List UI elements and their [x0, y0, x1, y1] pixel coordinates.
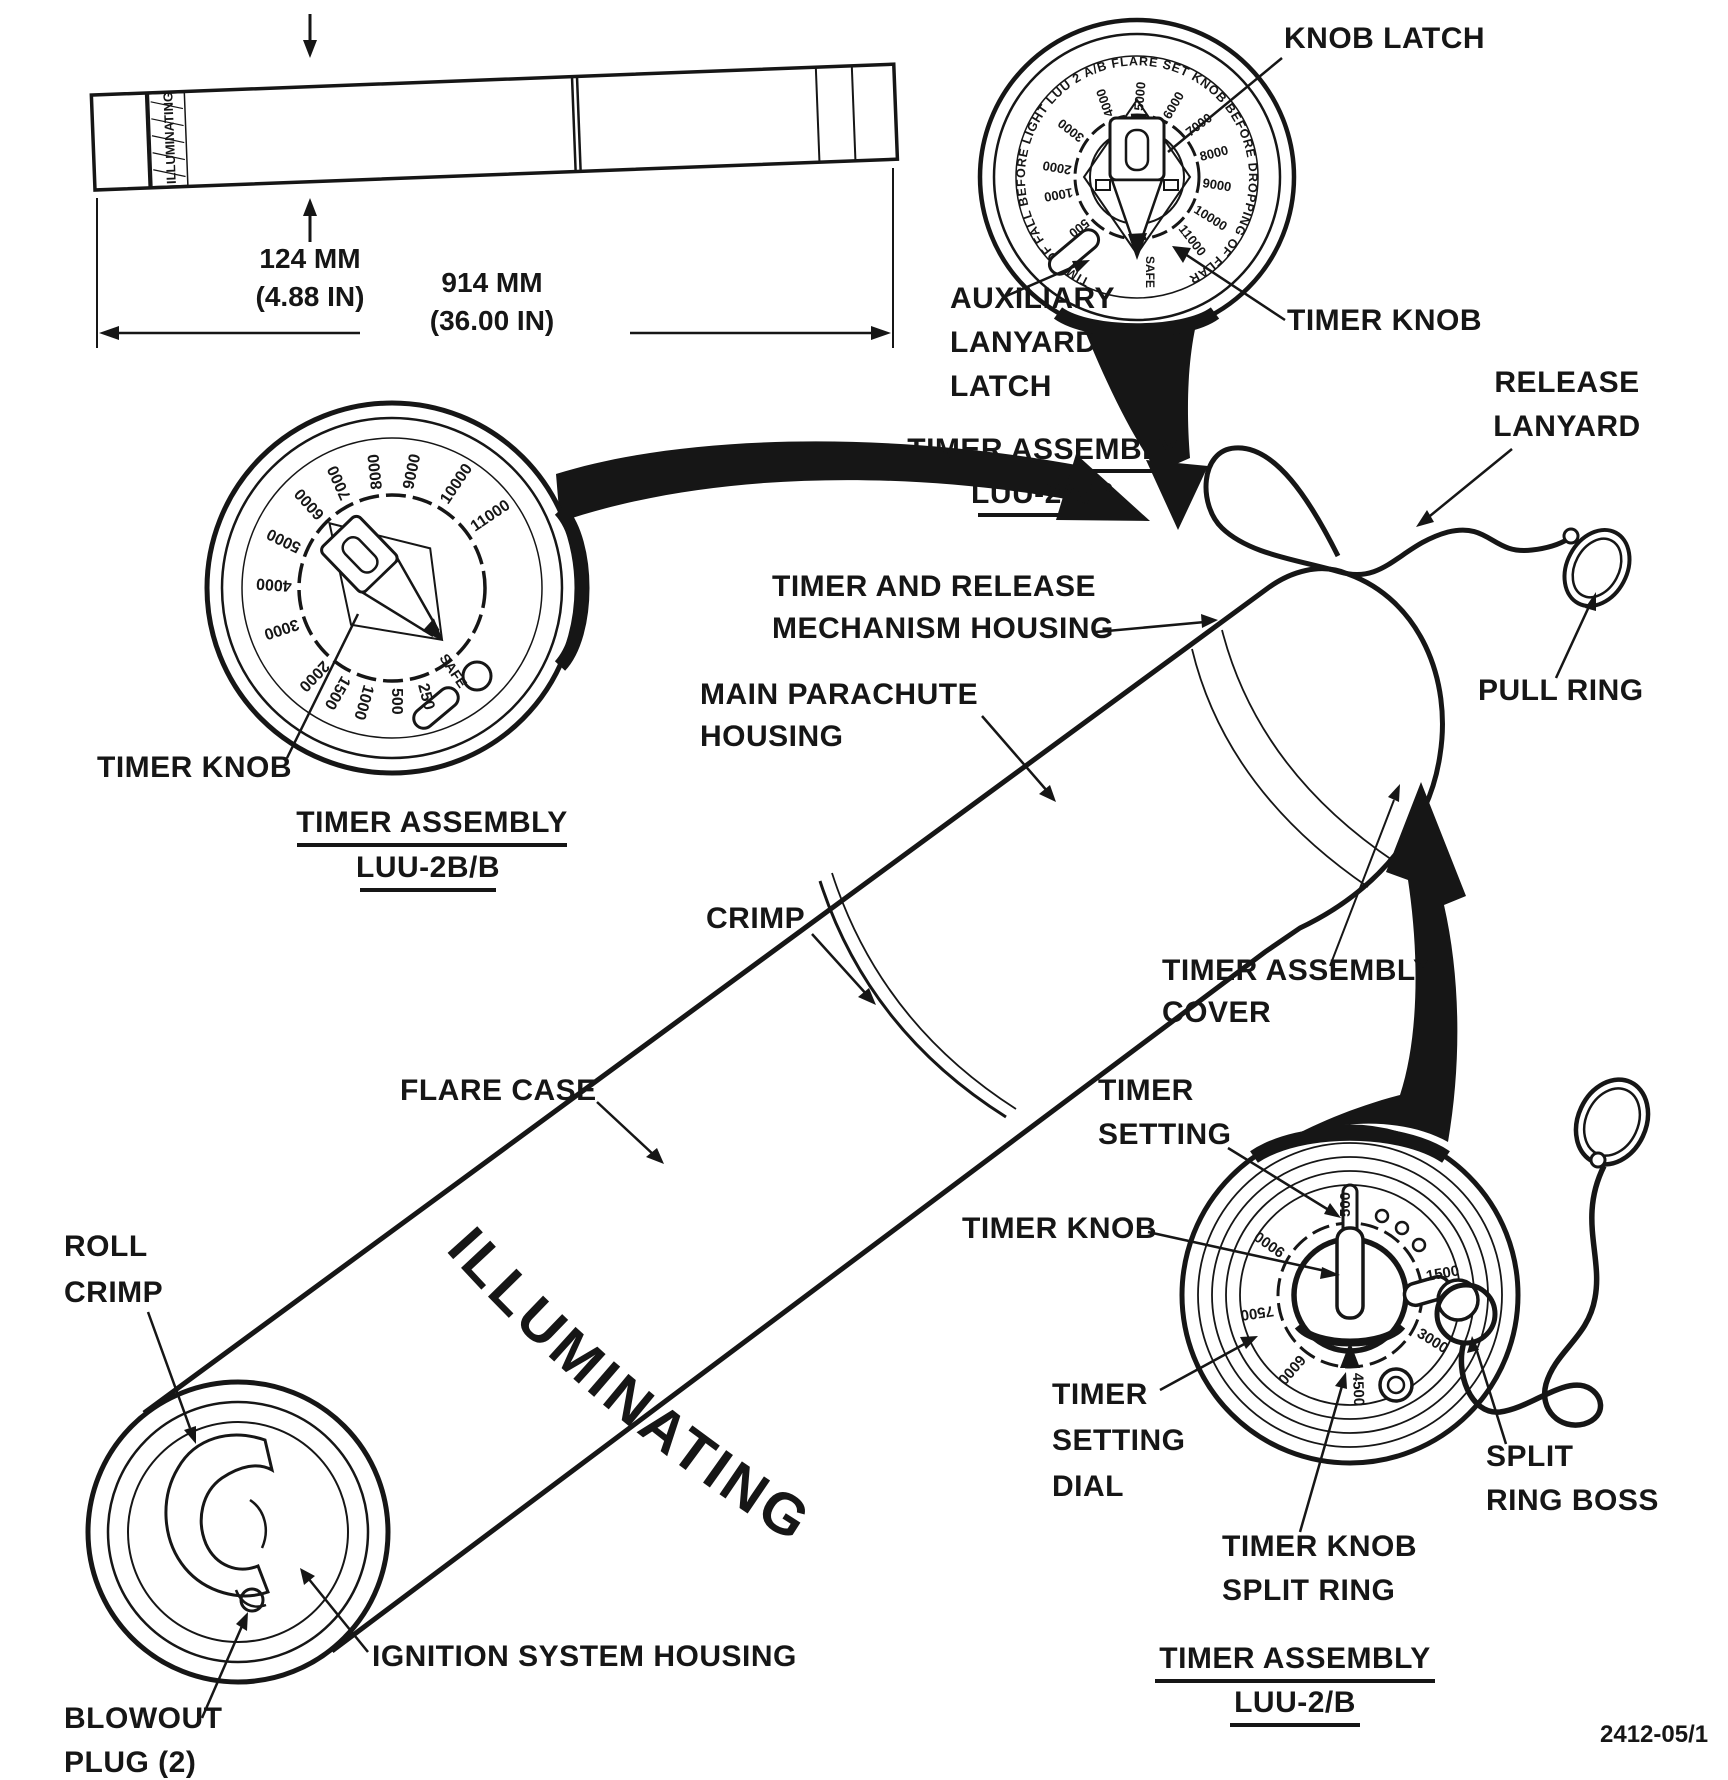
timer-knob-2ab-label: TIMER KNOB — [1287, 304, 1482, 337]
timer-knob-2bb-label: TIMER KNOB — [97, 751, 292, 784]
crimp-label: CRIMP — [706, 902, 805, 935]
svg-text:7500: 7500 — [1239, 1302, 1274, 1323]
luu2ab-knob-pointer — [1128, 233, 1147, 260]
luu2b-index-notch — [1340, 1342, 1360, 1368]
callout-labels: KNOB LATCH TIMER KNOB AUXILIARY LANYARD … — [64, 22, 1708, 1779]
ignition-system-housing-shape — [164, 1433, 275, 1598]
svg-text:PLUG (2): PLUG (2) — [64, 1746, 196, 1779]
svg-text:500: 500 — [1337, 1192, 1354, 1217]
diameter-value: 124 MM — [259, 243, 360, 274]
funnel-luu2ab-to-body — [1072, 296, 1204, 472]
crimp-ring — [818, 880, 1007, 1119]
ignition-system-housing-label: IGNITION SYSTEM HOUSING — [372, 1640, 797, 1673]
luu2bb-latch-slot — [412, 686, 460, 730]
svg-text:4000: 4000 — [255, 575, 292, 594]
luu2bb-gear-ring — [297, 493, 487, 683]
timer-knob-2b-label: TIMER KNOB — [962, 1212, 1157, 1245]
luu2ab-safe-label: SAFE — [1143, 256, 1157, 288]
svg-text:COVER: COVER — [1162, 996, 1271, 1029]
luu2b-title: TIMER ASSEMBLY — [1159, 1642, 1430, 1675]
svg-text:500: 500 — [388, 688, 405, 715]
flare-side-view: ILLUMINATING — [89, 62, 900, 192]
luu2b-lanyard-cord — [1458, 1164, 1607, 1428]
leader-lines — [146, 57, 1594, 1719]
svg-text:1000: 1000 — [1043, 185, 1074, 205]
svg-text:1500: 1500 — [1425, 1262, 1461, 1285]
svg-text:8000: 8000 — [365, 453, 386, 490]
luu2bb-title: TIMER ASSEMBLY — [296, 806, 567, 839]
diameter-value-inches: (4.88 IN) — [256, 281, 365, 312]
flare-case-outline — [142, 566, 1445, 1654]
knob-latch-label: KNOB LATCH — [1284, 22, 1485, 55]
luu2bb-safe-detent — [461, 660, 493, 692]
timer-release-housing-label: TIMER AND RELEASE — [772, 570, 1096, 603]
funnel-luu2b-to-cover — [1268, 782, 1466, 1150]
length-value-inches: (36.00 IN) — [430, 305, 555, 336]
svg-text:MECHANISM HOUSING: MECHANISM HOUSING — [772, 612, 1114, 645]
svg-text:250: 250 — [414, 682, 437, 712]
roll-crimp-label: ROLL — [64, 1230, 148, 1263]
svg-text:LUU-2B/B: LUU-2B/B — [356, 851, 500, 884]
luu2bb-timer-knob — [320, 514, 444, 642]
svg-text:RING BOSS: RING BOSS — [1486, 1484, 1659, 1517]
svg-text:HOUSING: HOUSING — [700, 720, 844, 753]
figure-number: 2412-05/1 — [1600, 1721, 1708, 1748]
svg-text:SETTING: SETTING — [1052, 1424, 1186, 1457]
svg-text:9000: 9000 — [1202, 175, 1233, 194]
svg-text:5000: 5000 — [1131, 81, 1148, 111]
svg-text:LATCH: LATCH — [950, 370, 1052, 403]
timer-assembly-luu2b: 500 1500 3000 4500 6000 7500 9000 — [1179, 1124, 1521, 1466]
diameter-arrow-down — [303, 40, 317, 58]
release-lanyard-cord — [1203, 445, 1570, 577]
blowout-plug-label: BLOWOUT — [64, 1702, 222, 1735]
timer-setting-label: TIMER — [1098, 1074, 1194, 1107]
top-view-band-text: ILLUMINATING — [160, 92, 179, 185]
length-arrow-right — [871, 326, 891, 340]
svg-text:DIAL: DIAL — [1052, 1470, 1124, 1503]
svg-text:8000: 8000 — [1198, 142, 1230, 164]
label-band — [147, 91, 189, 188]
svg-text:SETTING: SETTING — [1098, 1118, 1232, 1151]
pull-ring-shape — [1562, 527, 1632, 609]
leader-arrowheads — [184, 246, 1596, 1631]
timer-knob-split-ring-label: TIMER KNOB — [1222, 1530, 1417, 1563]
svg-text:LANYARD: LANYARD — [1493, 410, 1640, 443]
funnel-luu2bb-to-body — [556, 441, 1082, 522]
flare-main-body: ILLUMINATING — [85, 566, 1445, 1685]
luu2b-lanyard-assembly — [1458, 1077, 1651, 1428]
timer-assembly-cover-label: TIMER ASSEMBLY — [1162, 954, 1433, 987]
length-arrow-left — [99, 326, 119, 340]
ignition-end — [85, 1379, 391, 1685]
funnel-luu2ab-arrowhead — [1146, 460, 1208, 530]
pull-ring-label: PULL RING — [1478, 674, 1644, 707]
svg-text:SPLIT RING: SPLIT RING — [1222, 1574, 1395, 1607]
release-lanyard-label: RELEASE — [1494, 366, 1639, 399]
luu2ab-auxiliary-lanyard-latch-slot — [1047, 228, 1101, 276]
length-value: 914 MM — [441, 267, 542, 298]
luu2b-timer-knob — [1335, 1183, 1365, 1320]
luu2b-pull-ring-shape — [1573, 1077, 1651, 1167]
main-parachute-housing-label: MAIN PARACHUTE — [700, 678, 978, 711]
svg-text:LUU-2A/B: LUU-2A/B — [971, 477, 1115, 510]
svg-text:2000: 2000 — [1041, 158, 1072, 178]
svg-text:LUU-2/B: LUU-2/B — [1234, 1686, 1356, 1719]
auxiliary-lanyard-latch-label: AUXILIARY — [950, 282, 1115, 315]
timer-assembly-luu2bb: SAFE 250 500 1000 1500 2000 3000 4000 50… — [204, 400, 590, 776]
cover-ring — [1191, 648, 1369, 888]
release-lanyard-assembly — [1203, 445, 1632, 609]
dimension-annotations: 124 MM (4.88 IN) 914 MM (36.00 IN) — [96, 14, 894, 348]
luu2ab-title: TIMER ASSEMBLY — [907, 433, 1178, 466]
svg-text:CRIMP: CRIMP — [64, 1276, 163, 1309]
luu2ab-timer-knob — [1095, 116, 1179, 260]
split-ring-boss-label: SPLIT — [1486, 1440, 1574, 1473]
flare-case-label: FLARE CASE — [400, 1074, 597, 1107]
diameter-arrow-up — [303, 198, 317, 216]
timer-setting-dial-label: TIMER — [1052, 1378, 1148, 1411]
svg-text:LANYARD: LANYARD — [950, 326, 1097, 359]
svg-text:4500: 4500 — [1349, 1373, 1367, 1407]
